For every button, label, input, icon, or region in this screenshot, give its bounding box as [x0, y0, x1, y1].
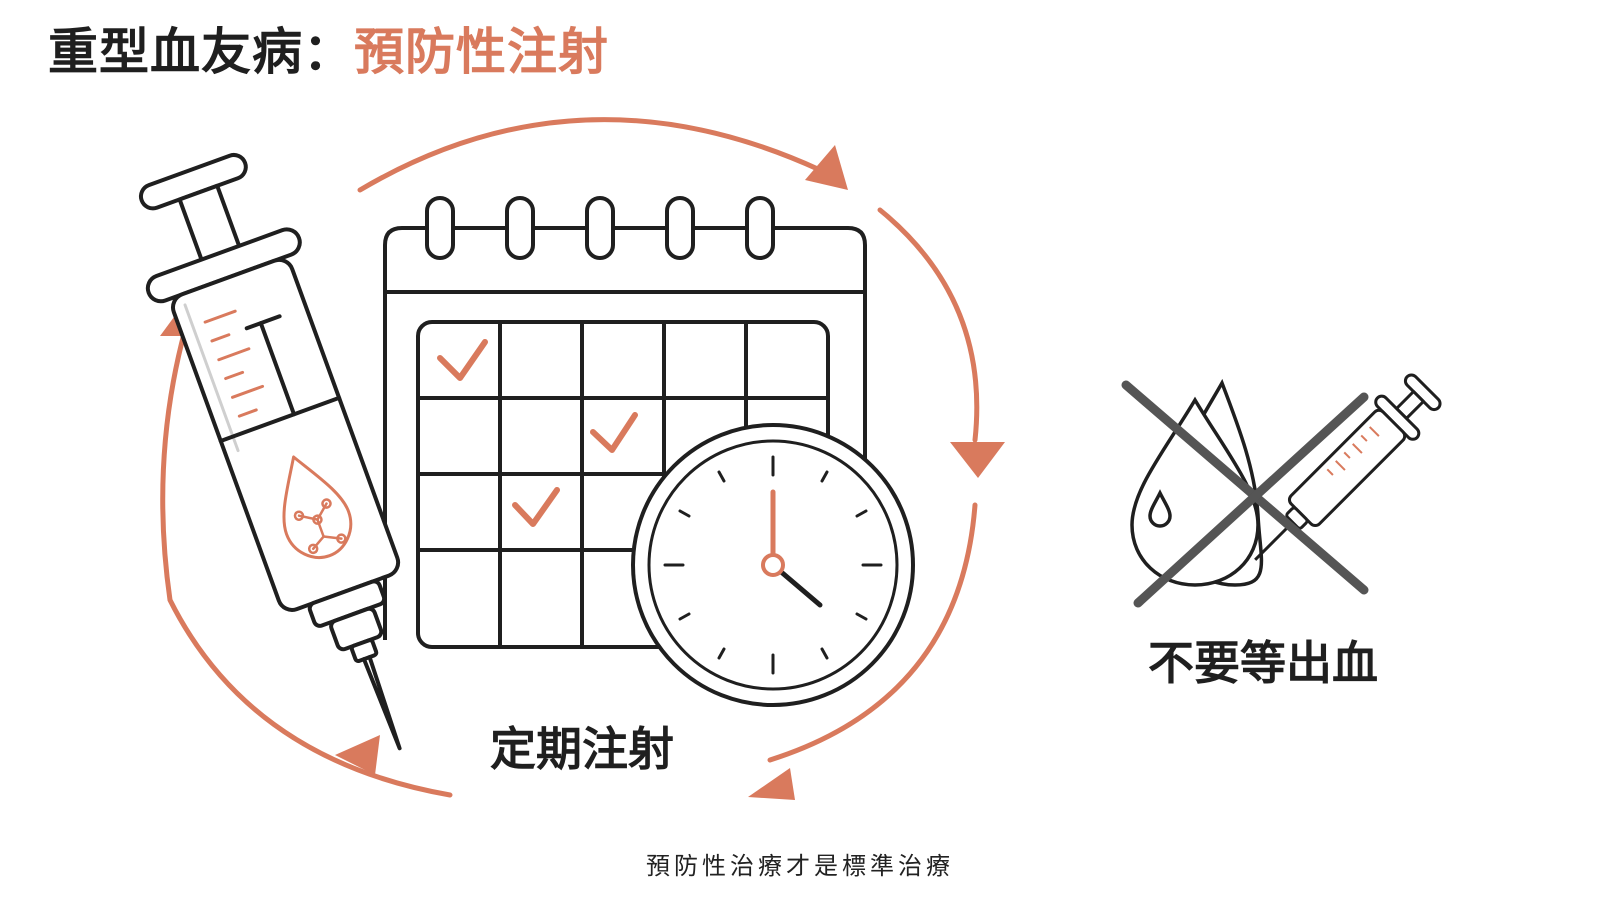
cycle-arrows-icon [160, 117, 980, 798]
cross-out-icon [1121, 380, 1369, 608]
footnote: 預防性治療才是標準治療 [646, 852, 954, 880]
small-syringe-icon [1254, 373, 1442, 561]
title-main: 重型血友病： [48, 23, 354, 81]
page-title: 重型血友病：預防性注射 [48, 22, 609, 82]
syringe-icon [138, 152, 402, 751]
no-wait-bleeding-label: 不要等出血 [1148, 636, 1378, 690]
regular-injection-label: 定期注射 [490, 722, 674, 776]
check-icon [437, 339, 638, 527]
clock-icon [631, 423, 915, 707]
title-highlight: 預防性注射 [354, 23, 609, 81]
